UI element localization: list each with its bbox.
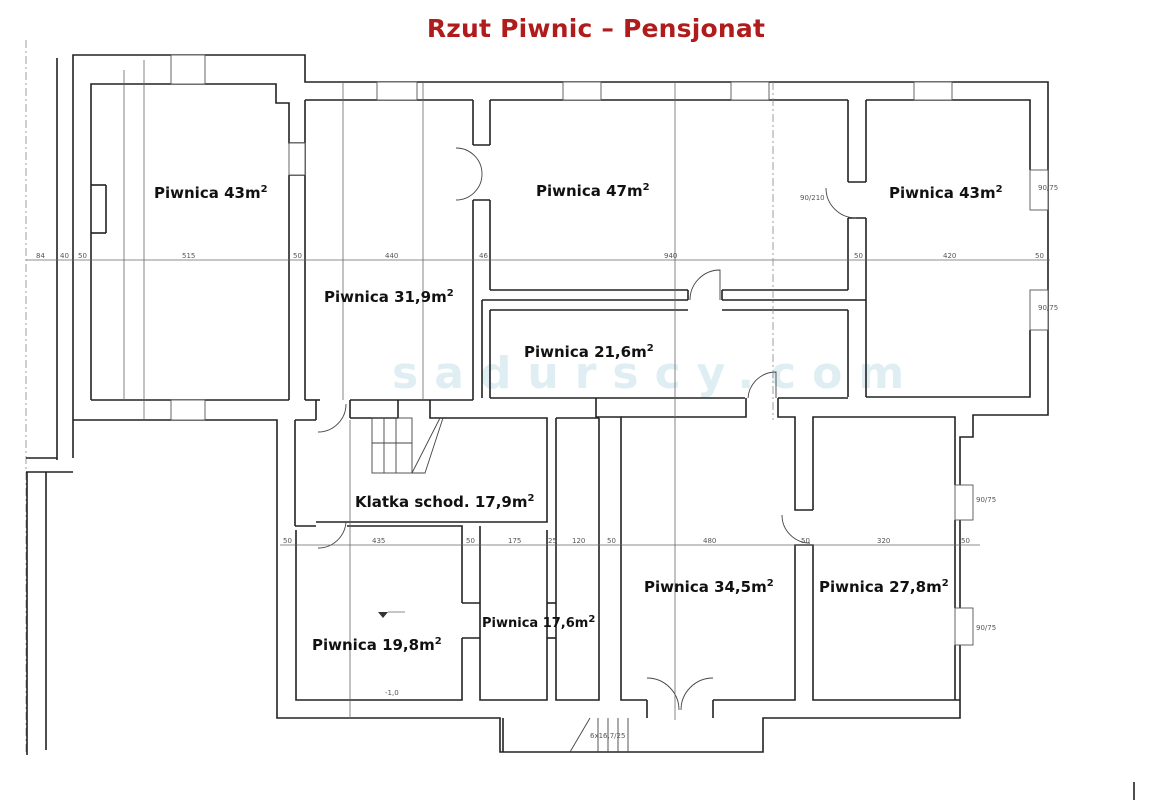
door-arc	[317, 403, 347, 433]
doors	[317, 147, 857, 711]
level-marker-icon	[378, 612, 388, 618]
dim-label: 515	[182, 252, 195, 260]
interior-walls	[294, 99, 1031, 752]
dim-label: 50	[961, 537, 970, 545]
outer-walls	[72, 54, 1049, 753]
room-label: Piwnica 21,6m2	[524, 343, 654, 361]
dim-label: 46	[479, 252, 488, 260]
door-arc	[689, 269, 721, 301]
window	[954, 484, 974, 521]
page-title: Rzut Piwnic – Pensjonat	[426, 14, 766, 43]
watermark: sadurscy.com	[392, 348, 920, 399]
dim-label: 440	[385, 252, 398, 260]
dimension-lines	[26, 60, 1050, 720]
window-label: 90/75	[1038, 184, 1058, 192]
dim-label: 50	[78, 252, 87, 260]
stairs-label: 6x16,7/25	[590, 732, 625, 740]
room-label: Piwnica 31,9m2	[324, 288, 454, 306]
window-label: 90/75	[1038, 304, 1058, 312]
level-label: -1,0	[385, 689, 399, 697]
window	[730, 81, 770, 101]
window	[1029, 169, 1049, 211]
dim-label: 50	[466, 537, 475, 545]
door-arc	[781, 514, 811, 544]
left-boundary	[25, 40, 73, 755]
door-arc	[317, 521, 347, 549]
dim-label: 320	[877, 537, 890, 545]
room-label: Klatka schod. 17,9m2	[355, 493, 535, 511]
dim-label: 175	[508, 537, 521, 545]
dim-label: 84	[36, 252, 45, 260]
dim-label: 50	[801, 537, 810, 545]
room-label: Piwnica 47m2	[536, 182, 650, 200]
window	[170, 399, 206, 421]
double-door	[646, 677, 714, 711]
room-label: Piwnica 27,8m2	[819, 578, 949, 596]
windows	[170, 54, 1049, 646]
window	[288, 142, 306, 176]
room-label: Piwnica 34,5m2	[644, 578, 774, 596]
room-label: Piwnica 19,8m2	[312, 636, 442, 654]
double-door	[455, 147, 483, 201]
dim-label: 50	[283, 537, 292, 545]
dim-label: 50	[1035, 252, 1044, 260]
room-label: Piwnica 17,6m2	[482, 614, 595, 631]
dim-label: 50	[607, 537, 616, 545]
door-label: 90/210	[800, 194, 825, 202]
window	[376, 81, 418, 101]
dim-label: 50	[854, 252, 863, 260]
dim-label: 480	[703, 537, 716, 545]
staircase	[371, 417, 629, 753]
window	[913, 81, 953, 101]
dim-label: 50	[293, 252, 302, 260]
room-label: Piwnica 43m2	[154, 184, 268, 202]
dim-label: 25	[548, 537, 557, 545]
door-arc	[747, 371, 777, 399]
dim-label: 420	[943, 252, 956, 260]
dimension-labels: 84 40 50 515 50 440 46 940 50 420 50 50 …	[36, 184, 1058, 740]
room-label: Piwnica 43m2	[889, 184, 1003, 202]
dim-label: 120	[572, 537, 585, 545]
dim-label: 40	[60, 252, 69, 260]
window-label: 90/75	[976, 624, 996, 632]
window	[170, 54, 206, 85]
window	[1029, 289, 1049, 331]
dim-label: 435	[372, 537, 385, 545]
dim-label: 940	[664, 252, 677, 260]
window	[562, 81, 602, 101]
door-arc	[825, 187, 857, 219]
window-label: 90/75	[976, 496, 996, 504]
room-labels: Piwnica 43m2 Piwnica 31,9m2 Piwnica 47m2…	[154, 182, 1003, 654]
window	[954, 607, 974, 646]
